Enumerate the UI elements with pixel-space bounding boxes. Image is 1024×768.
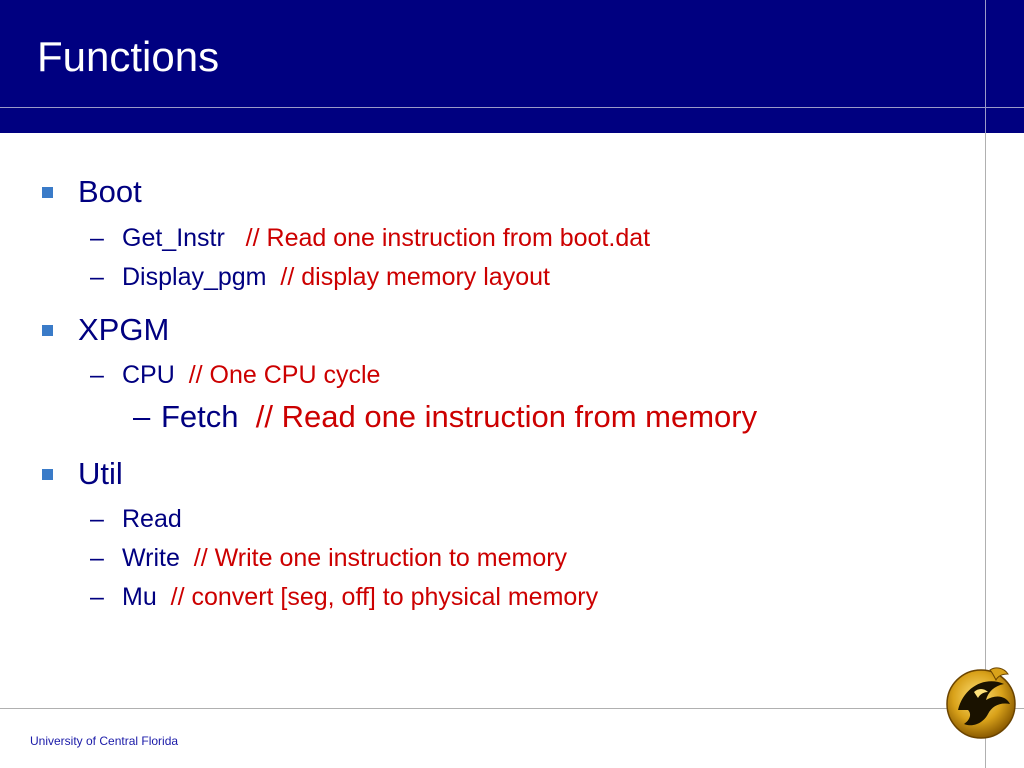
sub-bullet-text: Get_Instr // Read one instruction from b… xyxy=(122,224,651,252)
dash-bullet-icon: – xyxy=(90,263,104,291)
square-bullet-icon xyxy=(42,325,53,336)
dash-bullet-icon: – xyxy=(90,505,104,533)
sub-bullet-text: Write // Write one instruction to memory xyxy=(122,544,568,572)
bullet-label: Util xyxy=(78,456,123,491)
ucf-pegasus-logo-icon xyxy=(946,667,1016,739)
right-margin-line xyxy=(985,133,986,768)
sub-bullet-text: Fetch // Read one instruction from memor… xyxy=(161,399,758,434)
title-vertical-divider xyxy=(985,0,986,133)
sub-bullet-text: Display_pgm // display memory layout xyxy=(122,263,550,291)
dash-bullet-icon: – xyxy=(90,361,104,389)
sub-bullet-text: Read xyxy=(122,505,182,533)
footer-text: University of Central Florida xyxy=(30,734,179,748)
dash-bullet-icon: – xyxy=(90,583,104,611)
footer-divider xyxy=(0,708,1024,709)
title-bar xyxy=(0,0,1024,133)
slide-content: Boot – Get_Instr // Read one instruction… xyxy=(42,174,758,611)
dash-bullet-icon: – xyxy=(133,399,151,434)
sub-bullet-text: Mu // convert [seg, off] to physical mem… xyxy=(122,583,599,611)
dash-bullet-icon: – xyxy=(90,544,104,572)
sub-bullet-text: CPU // One CPU cycle xyxy=(122,361,381,389)
title-divider xyxy=(0,107,1024,108)
bullet-label: Boot xyxy=(78,174,142,209)
bullet-label: XPGM xyxy=(78,312,170,347)
dash-bullet-icon: – xyxy=(90,224,104,252)
square-bullet-icon xyxy=(42,469,53,480)
slide-title: Functions xyxy=(37,33,220,80)
square-bullet-icon xyxy=(42,187,53,198)
